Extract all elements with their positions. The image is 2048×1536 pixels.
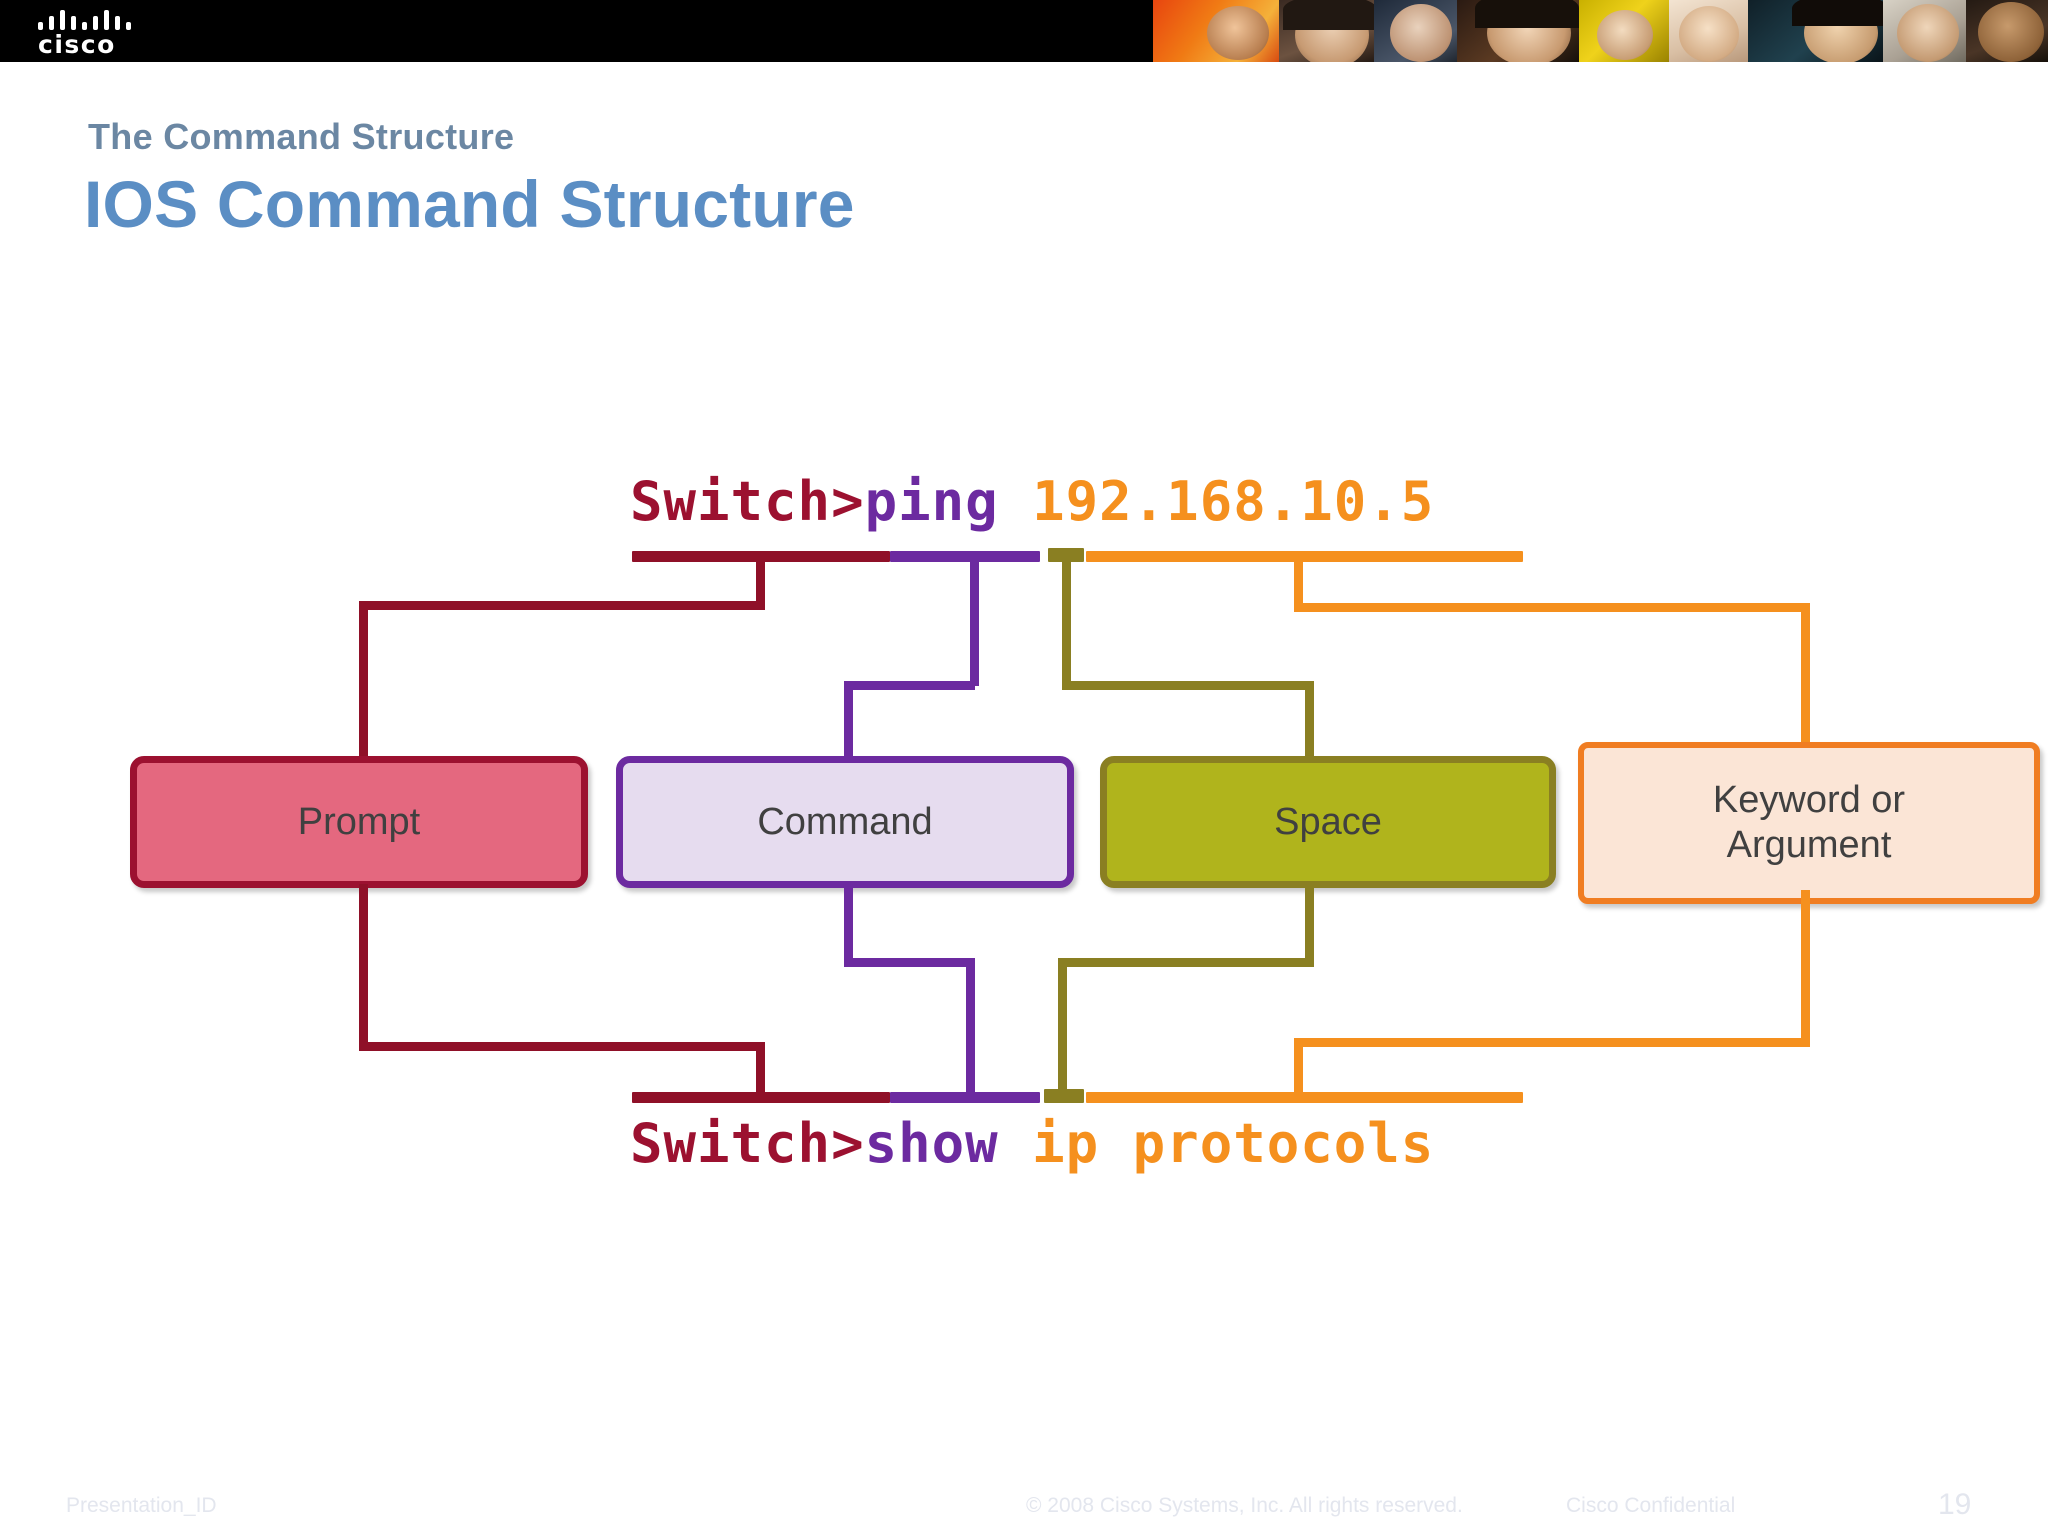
- photo-cell: [1153, 0, 1279, 62]
- footer-confidential: Cisco Confidential: [1566, 1494, 1736, 1517]
- top-argument-token: 192.168.10.5: [1032, 470, 1435, 533]
- photo-cell: [1966, 0, 2048, 62]
- bottom-command-token: show: [864, 1112, 999, 1175]
- photo-cell: [1579, 0, 1670, 62]
- footer-page-number: 19: [1938, 1488, 1972, 1521]
- photo-cell: [1278, 0, 1375, 62]
- page-title: IOS Command Structure: [84, 167, 855, 241]
- connector-command-bottom-v1: [844, 884, 853, 966]
- top-command-line: Switch>ping 192.168.10.5: [630, 470, 1434, 533]
- top-space-token: [999, 470, 1033, 533]
- connector-space-bottom-v2: [1058, 958, 1067, 1098]
- bottom-command-line: Switch>show ip protocols: [630, 1112, 1434, 1175]
- connector-space-top-v2: [1305, 681, 1314, 761]
- cisco-logo: cisco: [28, 6, 158, 59]
- connector-keyword-top-v1: [1294, 556, 1303, 612]
- photo-cell: [1457, 0, 1580, 62]
- node-command-label: Command: [757, 800, 933, 843]
- connector-keyword-bottom-v2: [1294, 1038, 1303, 1098]
- photo-cell: [1374, 0, 1458, 62]
- connector-prompt-bottom-v1: [359, 884, 368, 1050]
- top-underline-argument: [1086, 551, 1523, 562]
- top-underline-command: [890, 551, 1040, 562]
- connector-keyword-bottom-v1: [1801, 890, 1810, 1046]
- top-command-token: ping: [864, 470, 999, 533]
- connector-command-bottom-v2: [966, 958, 975, 1098]
- connector-space-top-h: [1062, 681, 1314, 690]
- cisco-bridge-icon: [38, 8, 150, 30]
- bottom-prompt-token: Switch>: [630, 1112, 865, 1175]
- connector-prompt-top-v2: [359, 601, 368, 761]
- header-bar: cisco: [0, 0, 2048, 62]
- node-keyword-label-line1: Keyword or: [1712, 779, 1906, 822]
- footer-presentation-id: Presentation_ID: [66, 1494, 217, 1517]
- connector-space-bottom-h: [1058, 958, 1314, 967]
- node-keyword-argument[interactable]: Keyword or Argument: [1578, 742, 2040, 904]
- photo-cell: [1883, 0, 1967, 62]
- photo-cell: [1748, 0, 1884, 62]
- header-photo-strip: [1153, 0, 2048, 62]
- connector-prompt-bottom-h: [359, 1042, 760, 1051]
- connector-space-bottom-v1: [1305, 884, 1314, 966]
- bottom-space-token: [999, 1112, 1033, 1175]
- connector-command-top-v1: [970, 556, 979, 686]
- connector-command-top-h: [844, 681, 975, 690]
- bottom-argument-token: ip protocols: [1032, 1112, 1435, 1175]
- bottom-underline-prompt: [632, 1092, 890, 1103]
- node-command[interactable]: Command: [616, 756, 1074, 888]
- connector-keyword-bottom-h: [1294, 1038, 1810, 1047]
- footer-copyright: © 2008 Cisco Systems, Inc. All rights re…: [1026, 1494, 1463, 1517]
- connector-prompt-top-v1: [756, 556, 765, 610]
- connector-keyword-top-v2: [1801, 603, 1810, 755]
- node-space[interactable]: Space: [1100, 756, 1556, 888]
- photo-cell: [1669, 0, 1749, 62]
- connector-prompt-top-h: [359, 601, 760, 610]
- node-keyword-label-line2: Argument: [1726, 824, 1892, 866]
- node-prompt[interactable]: Prompt: [130, 756, 588, 888]
- connector-keyword-top-h: [1294, 603, 1810, 612]
- connector-command-bottom-h: [844, 958, 975, 967]
- node-space-label: Space: [1274, 800, 1382, 843]
- bottom-underline-command: [890, 1092, 1040, 1103]
- connector-space-top-v1: [1062, 556, 1071, 686]
- top-prompt-token: Switch>: [630, 470, 865, 533]
- top-underline-space: [1048, 548, 1084, 562]
- connector-prompt-bottom-v2: [756, 1042, 765, 1098]
- bottom-underline-argument: [1086, 1092, 1523, 1103]
- bottom-underline-space: [1044, 1089, 1084, 1103]
- node-prompt-label: Prompt: [297, 800, 421, 843]
- connector-command-top-v2: [844, 681, 853, 761]
- cisco-wordmark: cisco: [38, 30, 116, 59]
- slide-subtitle: The Command Structure: [88, 116, 515, 157]
